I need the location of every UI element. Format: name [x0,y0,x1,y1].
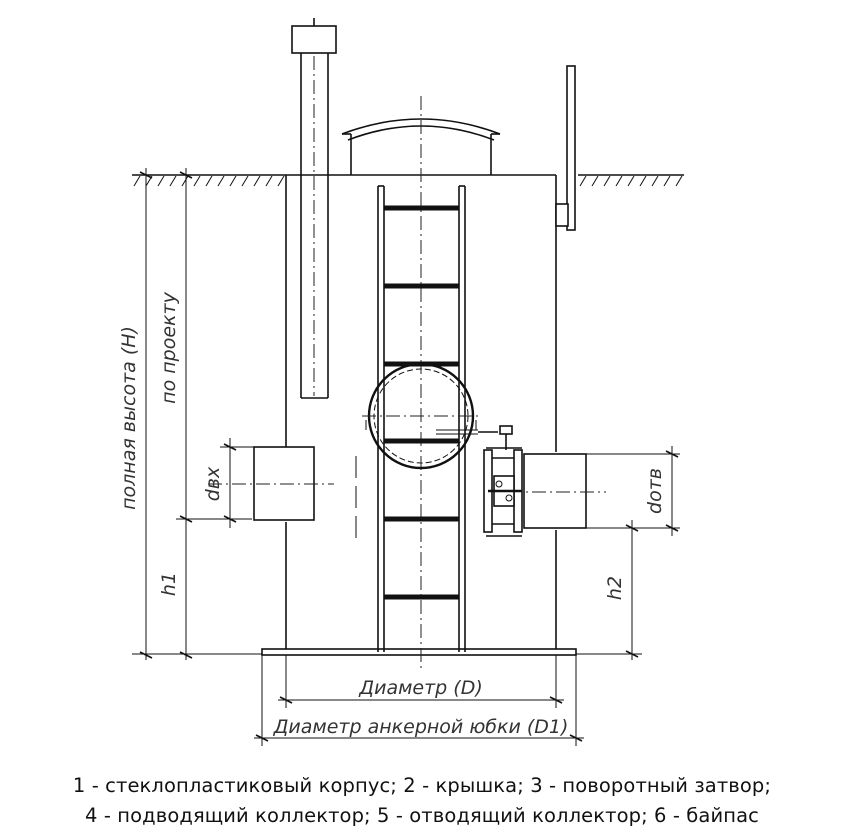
label-skirt-diameter: Диаметр анкерной юбки (D1) [273,716,569,738]
label-h1: h1 [158,572,180,596]
label-d-in: dвх [202,466,224,501]
marker-post [555,65,576,231]
inlet-collector [208,446,357,540]
dimension-d-in [220,438,256,528]
vent-pipe [291,18,337,399]
dimension-skirt-diameter [254,655,584,746]
label-diameter: Диаметр (D) [358,677,482,699]
dimension-by-project [176,168,252,660]
dimension-diameter [278,655,564,708]
dimension-full-height [132,168,262,660]
anchor-skirt [261,648,577,656]
label-d-out: dотв [644,468,666,514]
ground-line [132,174,684,187]
label-full-height: полная высота (H) [118,326,140,510]
rotary-gate [362,362,498,470]
legend-line-2: 4 - подводящий коллектор; 5 - отводящий … [85,804,759,827]
outlet-collector [483,425,606,537]
legend-line-1: 1 - стеклопластиковый корпус; 2 - крышка… [72,774,772,797]
label-h2: h2 [604,576,626,600]
label-by-project: по проекту [158,291,180,403]
ladder [377,185,466,652]
dimension-h2 [576,520,642,660]
